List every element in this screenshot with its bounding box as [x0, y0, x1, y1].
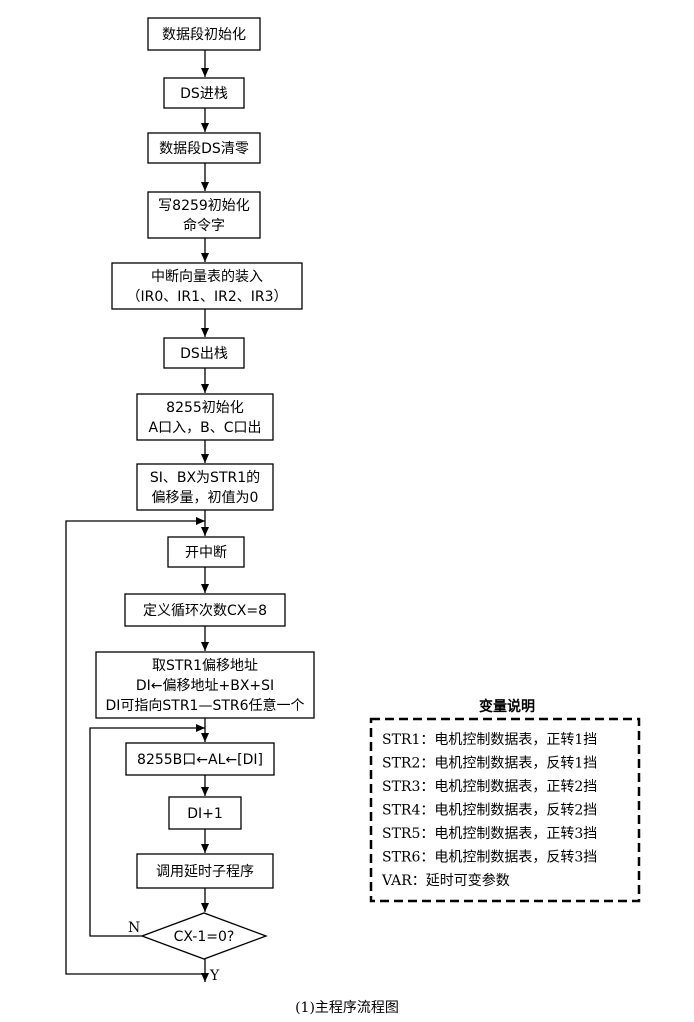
legend-item: STR1：电机控制数据表，正转1挡	[382, 732, 597, 748]
decision-diamond	[140, 912, 268, 960]
step-label: DI←偏移地址+BX+SI	[136, 678, 274, 694]
step-label: 数据段DS清零	[159, 141, 249, 157]
step-label: DS出栈	[180, 346, 228, 362]
legend-item: STR3：电机控制数据表，正转2挡	[382, 779, 597, 795]
step-output-8255b: 8255B口←AL←[DI]	[125, 742, 275, 776]
step-label: SI、BX为STR1的	[150, 470, 260, 486]
step-label: 数据段初始化	[162, 26, 246, 43]
process-box	[147, 17, 261, 51]
loop-back-yes-arrow	[65, 517, 205, 975]
step-init-8255: 8255初始化 A口入，B、C口出	[136, 393, 274, 441]
process-box	[147, 132, 261, 164]
process-box	[125, 742, 275, 776]
process-box	[167, 536, 245, 568]
step-init-data-segment: 数据段初始化	[147, 17, 261, 51]
legend-item: STR4：电机控制数据表，反转2挡	[382, 803, 597, 819]
step-define-loop-count: 定义循环次数CX=8	[124, 593, 286, 627]
process-box	[136, 393, 274, 441]
step-call-delay: 调用延时子程序	[136, 853, 274, 889]
legend-item: VAR：延时可变参数	[381, 872, 510, 889]
process-box	[163, 77, 245, 109]
step-di-increment: DI+1	[168, 796, 242, 830]
step-label: （IR0、IR1、IR2、IR3）	[126, 289, 287, 305]
step-label: A口入，B、C口出	[149, 420, 262, 436]
process-box	[147, 191, 261, 239]
flow-steps: 数据段初始化DS进栈数据段DS清零写8259初始化命令字中断向量表的装入（IR0…	[95, 17, 315, 960]
legend-item: STR6：电机控制数据表，反转3挡	[382, 850, 597, 866]
step-label: 写8259初始化	[158, 197, 250, 214]
step-label: 调用延时子程序	[156, 864, 254, 880]
process-box	[95, 651, 315, 719]
branch-yes-label: Y	[209, 968, 220, 984]
step-label: CX-1=0?	[174, 929, 235, 945]
figure-caption: (1)主程序流程图	[295, 1000, 399, 1016]
decision-cx-zero: CX-1=0?	[140, 912, 268, 960]
step-label: DS进栈	[180, 86, 228, 102]
legend-box	[369, 717, 641, 903]
step-push-ds: DS进栈	[163, 77, 245, 109]
flow-connectors: NY	[65, 50, 220, 984]
step-clear-ds: 数据段DS清零	[147, 132, 261, 164]
process-box	[124, 593, 286, 627]
step-load-interrupt-vectors: 中断向量表的装入 （IR0、IR1、IR2、IR3）	[111, 262, 303, 310]
process-box	[168, 796, 242, 830]
step-enable-interrupts: 开中断	[167, 536, 245, 568]
step-label: 命令字	[183, 217, 225, 234]
step-label: 中断向量表的装入	[151, 269, 263, 285]
legend-title: 变量说明	[479, 698, 535, 715]
step-label: 偏移量，初值为0	[152, 489, 259, 506]
step-label: 定义循环次数CX=8	[143, 603, 267, 619]
step-label: 取STR1偏移地址	[152, 658, 258, 674]
step-label: DI+1	[187, 806, 223, 822]
process-box	[163, 337, 245, 369]
legend-item: STR5：电机控制数据表，正转3挡	[382, 826, 597, 842]
step-get-str1-offset: 取STR1偏移地址 DI←偏移地址+BX+SI DI可指向STR1—STR6任意一个	[95, 651, 315, 719]
step-label: 开中断	[185, 545, 227, 561]
step-label: 8255初始化	[166, 399, 244, 416]
process-box	[136, 853, 274, 889]
process-box	[111, 262, 303, 310]
loop-back-no-arrow	[89, 724, 205, 937]
step-label: DI可指向STR1—STR6任意一个	[105, 697, 304, 714]
step-pop-ds: DS出栈	[163, 337, 245, 369]
variable-legend: 变量说明 STR1：电机控制数据表，正转1挡 STR2：电机控制数据表，反转1挡 ST…	[369, 698, 641, 903]
legend-item: STR2：电机控制数据表，反转1挡	[382, 756, 597, 772]
step-label: 8255B口←AL←[DI]	[137, 752, 263, 768]
branch-no-label: N	[128, 920, 140, 936]
process-box	[136, 463, 274, 511]
